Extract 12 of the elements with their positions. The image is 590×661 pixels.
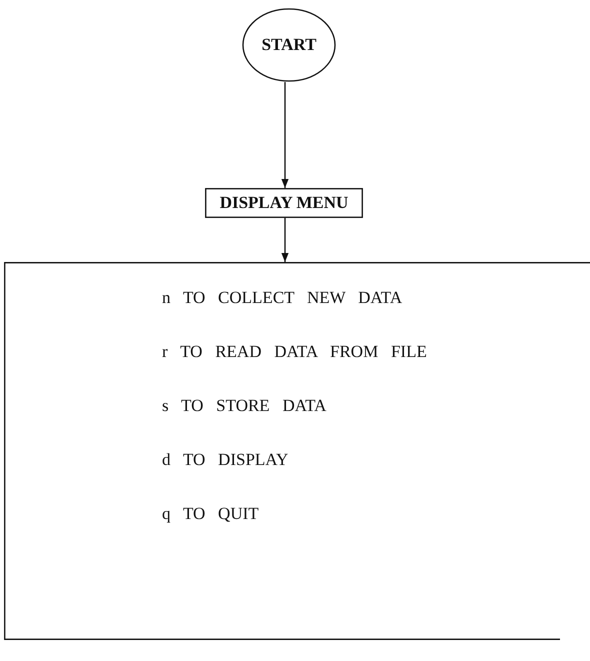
node-label: START bbox=[260, 34, 318, 56]
menu-options-box bbox=[4, 262, 590, 640]
menu-option-text: q TO QUIT bbox=[162, 504, 259, 524]
arrow bbox=[281, 82, 289, 188]
menu-option-text: r TO READ DATA FROM FILE bbox=[162, 342, 427, 362]
arrow bbox=[281, 218, 289, 262]
menu-option-text: s TO STORE DATA bbox=[162, 396, 326, 416]
node-label: DISPLAY MENU bbox=[218, 192, 350, 214]
menu-option-text: d TO DISPLAY bbox=[162, 450, 288, 470]
menu-option-text: n TO COLLECT NEW DATA bbox=[162, 288, 402, 308]
start-terminal bbox=[242, 8, 336, 82]
process-box bbox=[205, 188, 363, 218]
